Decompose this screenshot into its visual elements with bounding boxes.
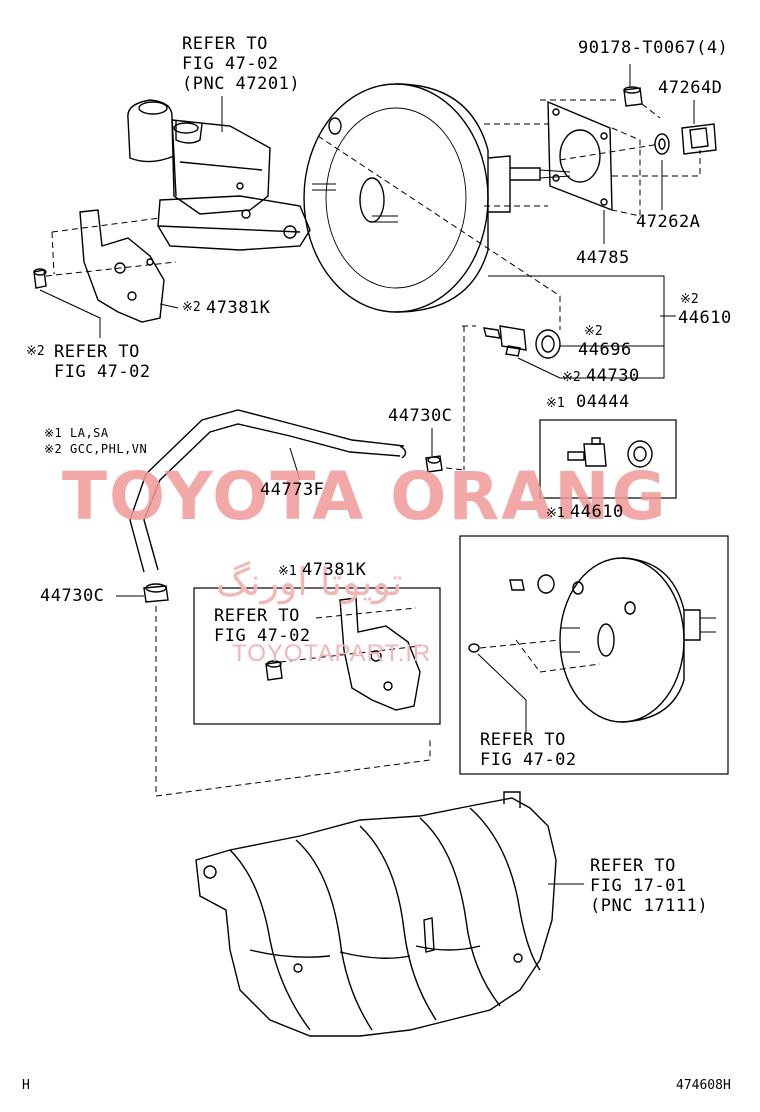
- bracket-47381k-alt-icon: [265, 597, 421, 711]
- label-44610-bottom: 44610: [570, 502, 624, 522]
- figure-code: 474608H: [676, 1078, 731, 1093]
- label-44773f: 44773F: [260, 480, 325, 500]
- brake-booster-alt-icon: [468, 557, 716, 723]
- legend-la-sa: ※1 LA,SA: [44, 426, 109, 440]
- vacuum-hose-44773f-icon: [129, 409, 407, 573]
- box-47381k-frame: [193, 587, 441, 725]
- label-90178-t0067: 90178-T0067(4): [578, 38, 729, 58]
- label-44730c-left: 44730C: [40, 586, 105, 606]
- valve-04444-icon: [567, 437, 653, 468]
- mark-47381k-bottom: ※1: [278, 564, 297, 579]
- label-refer-47-02-booster: REFER TO FIG 47-02: [480, 730, 577, 770]
- box-44610-frame: [459, 535, 729, 775]
- clamp-44730c-left-icon: [143, 583, 169, 603]
- label-44730c-top: 44730C: [388, 406, 453, 426]
- watermark-persian: تویوتا اورنگ: [216, 560, 403, 604]
- box-04444-frame: [539, 419, 677, 499]
- label-44785: 44785: [576, 248, 630, 268]
- mark-47381k-top: ※2: [182, 300, 201, 315]
- label-44696: 44696: [578, 340, 632, 360]
- check-valve-44730-icon: [483, 325, 527, 357]
- mark-04444: ※1: [546, 396, 565, 411]
- brake-booster-icon: [303, 83, 571, 313]
- mark-44730: ※2: [562, 370, 581, 385]
- nut-90178-icon: [623, 86, 643, 107]
- label-refer-47-02-box: REFER TO FIG 47-02: [214, 606, 311, 646]
- grommet-44696-icon: [535, 329, 561, 359]
- label-44730: 44730: [586, 366, 640, 386]
- label-47262a: 47262A: [636, 212, 701, 232]
- intake-manifold-icon: [195, 791, 557, 1037]
- label-04444: 04444: [576, 392, 630, 412]
- mark-44610-top: ※2: [680, 292, 699, 307]
- master-cylinder-icon: [127, 99, 398, 251]
- mark-44696: ※2: [584, 324, 603, 339]
- mark-44610-bottom: ※1: [546, 506, 565, 521]
- watermark-main: TOYOTA ORANG: [62, 458, 668, 535]
- clevis-47264d-icon: [681, 123, 717, 155]
- label-47381k-bottom: 47381K: [302, 560, 367, 580]
- label-47264d: 47264D: [658, 78, 723, 98]
- legend-gcc-phl-vn: ※2 GCC,PHL,VN: [44, 442, 148, 456]
- label-refer-17111: REFER TO FIG 17-01 (PNC 17111): [590, 856, 709, 916]
- bracket-47381k-icon: [33, 209, 165, 323]
- label-44610-top: 44610: [678, 308, 732, 328]
- label-refer-47-02-left: REFER TO FIG 47-02: [54, 342, 151, 382]
- label-refer-47201: REFER TO FIG 47-02 (PNC 47201): [182, 34, 301, 94]
- label-47381k-top: 47381K: [206, 298, 271, 318]
- clamp-44730c-top-icon: [425, 455, 443, 473]
- corner-mark-h: H: [22, 1078, 30, 1093]
- washer-47262a-icon: [654, 133, 670, 155]
- watermark-url: TOYOTAPART.IR: [232, 640, 432, 667]
- gasket-44785-icon: [547, 100, 613, 212]
- mark-refer-left: ※2: [26, 344, 45, 359]
